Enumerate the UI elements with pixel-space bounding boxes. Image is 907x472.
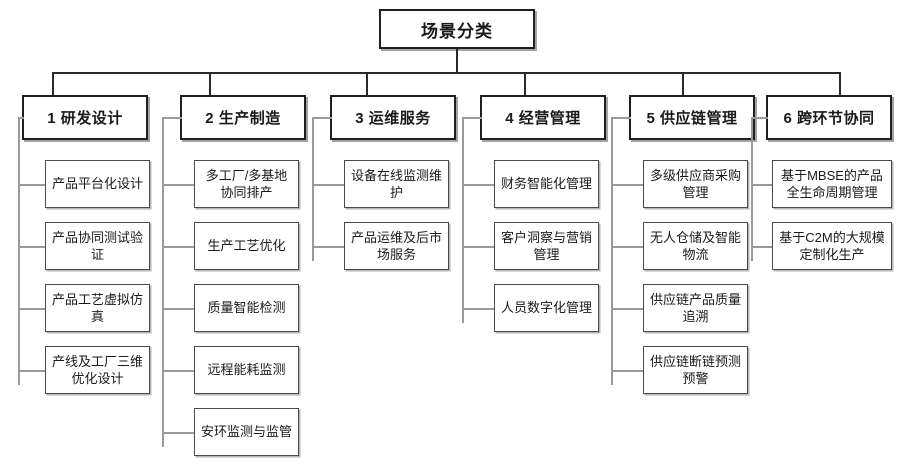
leaf-branch-5-1	[611, 184, 644, 186]
leaf-node-label-3-1: 设备在线监测维护	[350, 167, 442, 200]
category-header-label-6: 6 跨环节协同	[783, 110, 875, 127]
category-header-6[interactable]: 6 跨环节协同	[766, 95, 892, 140]
category-header-label-2: 2 生产制造	[205, 110, 281, 127]
leaf-branch-3-2	[312, 246, 345, 248]
leaf-node-5-1[interactable]: 多级供应商采购管理	[643, 160, 748, 208]
leaf-node-2-3[interactable]: 质量智能检测	[194, 284, 299, 332]
category-drop-line-3	[366, 72, 368, 95]
leaf-node-4-2[interactable]: 客户洞察与营销管理	[494, 222, 599, 270]
category-header-3[interactable]: 3 运维服务	[330, 95, 456, 140]
category-header-label-5: 5 供应链管理	[646, 110, 738, 127]
leaf-node-1-1[interactable]: 产品平台化设计	[45, 160, 150, 208]
category-header-label-1: 1 研发设计	[47, 110, 123, 127]
leaf-node-5-4[interactable]: 供应链断链预测预警	[643, 346, 748, 394]
leaf-node-label-1-3: 产品工艺虚拟仿真	[51, 291, 143, 324]
leaf-branch-5-3	[611, 308, 644, 310]
leaf-node-1-4[interactable]: 产线及工厂三维优化设计	[45, 346, 150, 394]
leaf-node-2-4[interactable]: 远程能耗监测	[194, 346, 299, 394]
root-node-label: 场景分类	[421, 21, 493, 41]
leaf-node-label-1-2: 产品协同测试验证	[51, 229, 143, 262]
leaf-branch-4-3	[462, 308, 495, 310]
category-trunk-line-5	[611, 117, 613, 385]
leaf-branch-1-1	[18, 184, 46, 186]
leaf-branch-1-2	[18, 246, 46, 248]
leaf-node-3-2[interactable]: 产品运维及后市场服务	[344, 222, 449, 270]
leaf-node-label-2-5: 安环监测与监管	[200, 424, 292, 440]
leaf-node-label-3-2: 产品运维及后市场服务	[350, 229, 442, 262]
leaf-branch-6-1	[751, 184, 773, 186]
category-drop-line-2	[209, 72, 211, 95]
leaf-node-2-5[interactable]: 安环监测与监管	[194, 408, 299, 456]
leaf-node-label-6-2: 基于C2M的大规模定制化生产	[779, 229, 885, 262]
leaf-node-6-1[interactable]: 基于MBSE的产品全生命周期管理	[772, 160, 892, 208]
leaf-node-1-2[interactable]: 产品协同测试验证	[45, 222, 150, 270]
leaf-branch-4-1	[462, 184, 495, 186]
leaf-branch-2-5	[162, 432, 195, 434]
leaf-branch-5-2	[611, 246, 644, 248]
leaf-node-label-2-4: 远程能耗监测	[207, 362, 286, 378]
leaf-node-5-3[interactable]: 供应链产品质量追溯	[643, 284, 748, 332]
leaf-branch-2-3	[162, 308, 195, 310]
category-header-2[interactable]: 2 生产制造	[180, 95, 306, 140]
root-node-scene-classification[interactable]: 场景分类	[379, 9, 535, 49]
category-trunk-stub-5	[611, 117, 631, 119]
leaf-node-label-4-3: 人员数字化管理	[500, 300, 592, 316]
category-trunk-line-2	[162, 117, 164, 447]
leaf-node-label-1-4: 产线及工厂三维优化设计	[51, 353, 143, 386]
category-trunk-line-4	[462, 117, 464, 323]
leaf-branch-5-4	[611, 370, 644, 372]
leaf-branch-2-4	[162, 370, 195, 372]
category-header-5[interactable]: 5 供应链管理	[629, 95, 755, 140]
leaf-branch-3-1	[312, 184, 345, 186]
category-drop-line-5	[682, 72, 684, 95]
root-stem-line	[456, 49, 458, 73]
leaf-node-3-1[interactable]: 设备在线监测维护	[344, 160, 449, 208]
leaf-node-label-2-1: 多工厂/多基地协同排产	[205, 167, 288, 200]
category-trunk-stub-4	[462, 117, 482, 119]
leaf-branch-1-4	[18, 370, 46, 372]
category-header-4[interactable]: 4 经营管理	[480, 95, 606, 140]
category-header-label-4: 4 经营管理	[505, 110, 581, 127]
category-trunk-line-1	[18, 117, 20, 385]
leaf-node-label-5-4: 供应链断链预测预警	[649, 353, 741, 386]
category-trunk-stub-1	[18, 117, 24, 119]
category-trunk-line-6	[751, 117, 753, 261]
leaf-branch-1-3	[18, 308, 46, 310]
leaf-node-label-4-1: 财务智能化管理	[500, 176, 592, 192]
leaf-node-label-5-3: 供应链产品质量追溯	[649, 291, 741, 324]
leaf-node-label-2-3: 质量智能检测	[207, 300, 286, 316]
category-header-label-3: 3 运维服务	[355, 110, 431, 127]
leaf-node-2-1[interactable]: 多工厂/多基地协同排产	[194, 160, 299, 208]
category-drop-line-4	[524, 72, 526, 95]
leaf-node-5-2[interactable]: 无人仓储及智能物流	[643, 222, 748, 270]
category-trunk-stub-3	[312, 117, 332, 119]
leaf-node-4-3[interactable]: 人员数字化管理	[494, 284, 599, 332]
category-trunk-line-3	[312, 117, 314, 261]
leaf-node-4-1[interactable]: 财务智能化管理	[494, 160, 599, 208]
leaf-node-6-2[interactable]: 基于C2M的大规模定制化生产	[772, 222, 892, 270]
leaf-branch-4-2	[462, 246, 495, 248]
category-trunk-stub-2	[162, 117, 182, 119]
leaf-branch-2-1	[162, 184, 195, 186]
leaf-node-2-2[interactable]: 生产工艺优化	[194, 222, 299, 270]
leaf-node-label-4-2: 客户洞察与营销管理	[500, 229, 592, 262]
leaf-node-label-5-1: 多级供应商采购管理	[649, 167, 741, 200]
category-drop-line-1	[52, 72, 54, 95]
leaf-node-label-1-1: 产品平台化设计	[51, 176, 143, 192]
leaf-node-label-5-2: 无人仓储及智能物流	[649, 229, 741, 262]
leaf-branch-2-2	[162, 246, 195, 248]
leaf-node-label-2-2: 生产工艺优化	[207, 238, 286, 254]
leaf-branch-6-2	[751, 246, 773, 248]
leaf-node-label-6-1: 基于MBSE的产品全生命周期管理	[781, 167, 883, 200]
category-trunk-stub-6	[751, 117, 768, 119]
category-header-1[interactable]: 1 研发设计	[22, 95, 148, 140]
category-drop-line-6	[839, 72, 841, 95]
leaf-node-1-3[interactable]: 产品工艺虚拟仿真	[45, 284, 150, 332]
category-bus-line	[52, 72, 840, 74]
